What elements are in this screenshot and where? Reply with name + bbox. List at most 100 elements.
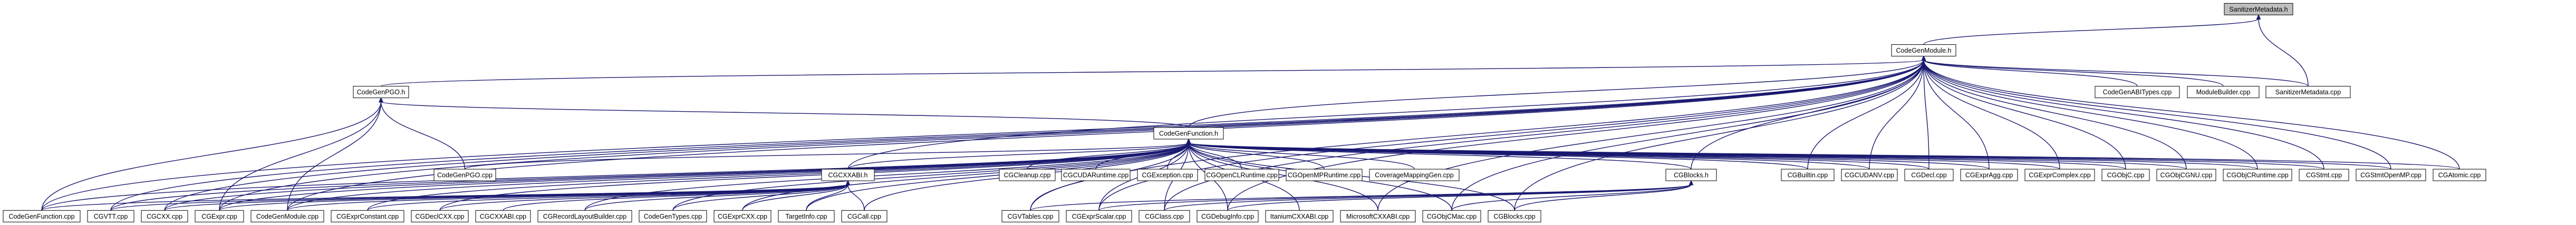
node-cgobjcruntime_cpp[interactable]: CGObjCRuntime.cpp (2223, 169, 2292, 181)
node-codegenpgo_h[interactable]: CodeGenPGO.h (353, 86, 409, 99)
node-label-codegenmodule_cpp: CodeGenModule.cpp (256, 213, 319, 220)
node-cgclass_cpp[interactable]: CGClass.cpp (1139, 210, 1190, 222)
node-cgcall_cpp[interactable]: CGCall.cpp (841, 210, 887, 222)
node-label-cgobjcmac_cpp: CGObjCMac.cpp (1427, 213, 1477, 220)
node-cgstmt_cpp[interactable]: CGStmt.cpp (2299, 169, 2349, 181)
edge-codegenmodule_h-to-codegenmodule_cpp (287, 60, 1924, 211)
node-cgopenclruntime_cpp[interactable]: CGOpenCLRuntime.cpp (1204, 169, 1279, 181)
node-cgexprconstant_cpp[interactable]: CGExprConstant.cpp (331, 210, 404, 222)
node-coveragemappinggen_cpp[interactable]: CoverageMappingGen.cpp (1369, 169, 1460, 181)
node-cgbuiltin_cpp[interactable]: CGBuiltin.cpp (1781, 169, 1835, 181)
edge-cgcxxabi_h-to-cgexpr_cpp (219, 184, 848, 211)
node-label-cgcxx_cpp: CGCXX.cpp (147, 213, 182, 220)
node-cgexception_cpp[interactable]: CGException.cpp (1137, 169, 1198, 181)
node-codegenfunction_h[interactable]: CodeGenFunction.h (1153, 127, 1224, 140)
node-codegenfunction_cpp[interactable]: CodeGenFunction.cpp (3, 210, 81, 222)
node-box-cgblocks_cpp (1488, 210, 1541, 222)
node-cgdeclcxx_cpp[interactable]: CGDeclCXX.cpp (411, 210, 469, 222)
node-cgblocks_cpp[interactable]: CGBlocks.cpp (1488, 210, 1541, 222)
node-box-cgexpr_cpp (195, 210, 244, 222)
node-codegenabitypes_cpp[interactable]: CodeGenABITypes.cpp (2095, 86, 2180, 99)
node-box-codegentypes_cpp (639, 210, 707, 222)
node-cgopenmpruntime_cpp[interactable]: CGOpenMPRuntime.cpp (1286, 169, 1363, 181)
edge-codegenfunction_h-to-cgblocks_h (1188, 142, 1692, 170)
node-cgexprcxx_cpp[interactable]: CGExprCXX.cpp (713, 210, 771, 222)
node-sanitizer_cpp[interactable]: SanitizerMetadata.cpp (2265, 86, 2351, 99)
edge-codegenmodule_h-to-modulebuilder_cpp (1923, 59, 2224, 87)
node-cgobjc_cpp[interactable]: CGObjC.cpp (2101, 169, 2150, 181)
node-box-cgblocks_h (1665, 169, 1717, 181)
edge-codegenmodule_h-to-cgdecl_cpp (1923, 60, 1929, 170)
node-label-cgopenmpruntime_cpp: CGOpenMPRuntime.cpp (1288, 172, 1361, 179)
edge-codegenmodule_h-to-cgstmt_cpp (1923, 60, 2324, 170)
node-box-cgcxxabi_h (821, 169, 875, 181)
node-box-cgcxxabi_cpp (475, 210, 531, 222)
node-box-cgrecordlayoutbuilder_cpp (537, 210, 632, 222)
node-cgcxxabi_cpp[interactable]: CGCXXABI.cpp (475, 210, 531, 222)
node-cgvtables_cpp[interactable]: CGVTables.cpp (1001, 210, 1059, 222)
node-box-microsoftcxxabi_cpp (1340, 210, 1416, 222)
node-label-cgclass_cpp: CGClass.cpp (1145, 213, 1184, 220)
node-box-cgvtt_cpp (87, 210, 134, 222)
edge-cgcxxabi_h-to-targetinfo_cpp (806, 184, 848, 211)
node-label-codegenabitypes_cpp: CodeGenABITypes.cpp (2103, 89, 2172, 96)
node-box-codegenmodule_h (1891, 44, 1956, 57)
node-codegenmodule_h[interactable]: CodeGenModule.h (1891, 44, 1956, 57)
node-microsoftcxxabi_cpp[interactable]: MicrosoftCXXABI.cpp (1340, 210, 1416, 222)
node-box-cgdecl_cpp (1904, 169, 1954, 181)
node-cgcudanv_cpp[interactable]: CGCUDANV.cpp (1841, 169, 1898, 181)
edge-cgcxxabi_h-to-cgcall_cpp (847, 184, 865, 211)
edge-codegenpgo_h-to-cgexpr_cpp (219, 101, 382, 211)
node-cgexprscalar_cpp[interactable]: CGExprScalar.cpp (1066, 210, 1132, 222)
node-cgblocks_h[interactable]: CGBlocks.h (1665, 169, 1717, 181)
node-label-cgobjcruntime_cpp: CGObjCRuntime.cpp (2226, 172, 2288, 179)
node-codegentypes_cpp[interactable]: CodeGenTypes.cpp (639, 210, 707, 222)
node-label-cgexprscalar_cpp: CGExprScalar.cpp (1072, 213, 1126, 220)
node-layer: SanitizerMetadata.hCodeGenModule.hCodeGe… (3, 3, 2486, 222)
node-box-cgcxx_cpp (141, 210, 188, 222)
node-cgstmtopenmp_cpp[interactable]: CGStmtOpenMP.cpp (2356, 169, 2426, 181)
node-label-cgvtables_cpp: CGVTables.cpp (1008, 213, 1054, 220)
edge-codegenfunction_h-to-cgatomic_cpp (1188, 142, 2460, 170)
edge-codegenmodule_h-to-cgatomic_cpp (1923, 60, 2460, 170)
node-cgcxxabi_h[interactable]: CGCXXABI.h (821, 169, 875, 181)
node-cgcudaruntime_cpp[interactable]: CGCUDARuntime.cpp (1061, 169, 1131, 181)
node-cgexprcomplex_cpp[interactable]: CGExprComplex.cpp (2024, 169, 2095, 181)
node-cgvtt_cpp[interactable]: CGVTT.cpp (87, 210, 134, 222)
edge-codegenpgo_h-to-codegenpgo_cpp (380, 101, 466, 170)
edge-codegenmodule_h-to-cgcudanv_cpp (1869, 60, 1924, 170)
node-cgobjcmac_cpp[interactable]: CGObjCMac.cpp (1422, 210, 1481, 222)
node-targetinfo_cpp[interactable]: TargetInfo.cpp (778, 210, 835, 222)
node-cgatomic_cpp[interactable]: CGAtomic.cpp (2433, 169, 2486, 181)
edge-codegenmodule_h-to-cgobjcgnu_cpp (1923, 60, 2187, 170)
node-label-cgexprcxx_cpp: CGExprCXX.cpp (718, 213, 767, 220)
node-modulebuilder_cpp[interactable]: ModuleBuilder.cpp (2187, 86, 2260, 99)
edge-codegenmodule_h-to-cgstmtopenmp_cpp (1923, 60, 2391, 170)
node-cgexpragg_cpp[interactable]: CGExprAgg.cpp (1960, 169, 2018, 181)
node-label-codegentypes_cpp: CodeGenTypes.cpp (644, 213, 702, 220)
node-box-codegenpgo_h (353, 86, 409, 99)
node-codegenmodule_cpp[interactable]: CodeGenModule.cpp (250, 210, 324, 222)
node-label-cgatomic_cpp: CGAtomic.cpp (2438, 172, 2481, 179)
node-cgdebuginfo_cpp[interactable]: CGDebugInfo.cpp (1197, 210, 1259, 222)
node-codegenpgo_cpp[interactable]: CodeGenPGO.cpp (433, 169, 496, 181)
arrowhead-cgcxxabi_h-to-cgcall_cpp (845, 180, 851, 185)
node-box-cgexprconstant_cpp (331, 210, 404, 222)
node-box-cgexprscalar_cpp (1066, 210, 1132, 222)
edge-codegenmodule_h-to-cgobjcmac_cpp (1451, 60, 1924, 211)
node-itaniumcxxabi_cpp[interactable]: ItaniumCXXABI.cpp (1265, 210, 1334, 222)
node-box-cgstmt_cpp (2299, 169, 2349, 181)
node-cgobjcgnu_cpp[interactable]: CGObjCGNU.cpp (2156, 169, 2216, 181)
node-label-cgdebuginfo_cpp: CGDebugInfo.cpp (1201, 213, 1254, 220)
node-cgdecl_cpp[interactable]: CGDecl.cpp (1904, 169, 1954, 181)
edge-codegenmodule_h-to-cgbuiltin_cpp (1807, 60, 1924, 170)
edge-codegenfunction_h-to-cgopenmpruntime_cpp (1188, 142, 1325, 170)
node-label-cgcxxabi_cpp: CGCXXABI.cpp (480, 213, 526, 220)
node-cgcxx_cpp[interactable]: CGCXX.cpp (141, 210, 188, 222)
node-cgrecordlayoutbuilder_cpp[interactable]: CGRecordLayoutBuilder.cpp (537, 210, 632, 222)
edge-codegenmodule_h-to-cgexpragg_cpp (1923, 60, 1990, 170)
node-cgcleanup_cpp[interactable]: CGCleanup.cpp (999, 169, 1056, 181)
node-cgexpr_cpp[interactable]: CGExpr.cpp (195, 210, 244, 222)
node-box-cgbuiltin_cpp (1781, 169, 1835, 181)
node-box-cgobjcruntime_cpp (2223, 169, 2292, 181)
